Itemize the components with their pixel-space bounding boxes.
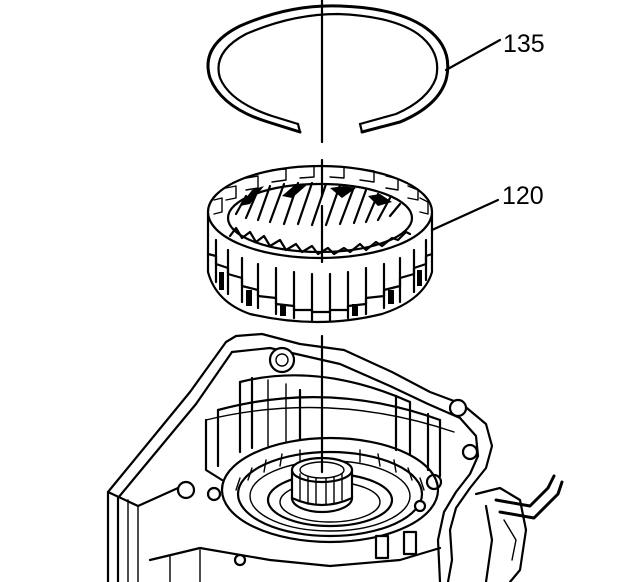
callout-120: 120 [430, 182, 544, 232]
leader-line-120 [430, 198, 500, 232]
callout-135: 135 [444, 30, 545, 72]
callout-label-120: 120 [502, 182, 544, 210]
ring-gear-lugs [213, 165, 429, 215]
ring-gear [206, 164, 434, 324]
callout-label-135: 135 [503, 30, 545, 58]
case-boss [268, 346, 296, 374]
snap-ring [206, 4, 450, 134]
input-shaft-hub [290, 456, 354, 514]
leader-line-135 [444, 38, 502, 72]
transmission-case [106, 332, 564, 582]
